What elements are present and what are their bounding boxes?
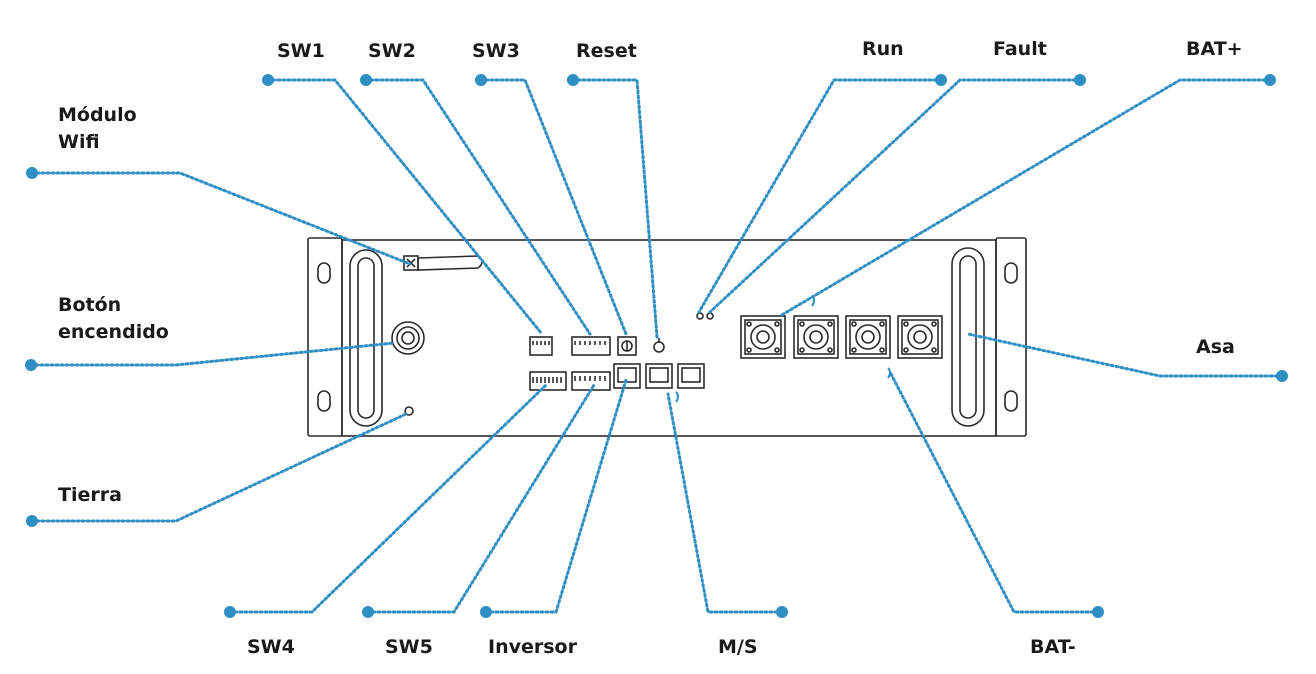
- leader-asa: [966, 332, 1284, 378]
- dot-fault: [1074, 74, 1086, 86]
- label-power-line2: encendido: [58, 321, 169, 343]
- ground-terminal: [404, 406, 414, 416]
- dot-wifi: [26, 167, 38, 179]
- leader-sw3: [479, 78, 628, 336]
- sw3-rotary-switch: [617, 336, 637, 356]
- sw4-dip-switch: [529, 371, 567, 391]
- label-tierra: Tierra: [58, 484, 122, 506]
- leader-lines: [29, 78, 1284, 614]
- dot-ms: [776, 606, 788, 618]
- dot-reset: [567, 74, 579, 86]
- leader-power: [29, 341, 396, 367]
- fault-led: [706, 312, 714, 320]
- right-mounting-ear: [995, 237, 1027, 437]
- label-bat-plus: BAT+: [1186, 38, 1243, 60]
- label-wifi-line1: Módulo: [58, 104, 137, 126]
- left-mounting-ear: [307, 237, 343, 437]
- dot-run: [935, 74, 947, 86]
- power-button: [391, 321, 425, 355]
- dot-sw4: [224, 606, 236, 618]
- label-power-line1: Botón: [58, 294, 122, 316]
- leader-sw5: [366, 383, 596, 614]
- label-power-button: Botón encendido: [58, 296, 169, 342]
- label-sw2: SW2: [368, 40, 416, 62]
- label-sw3: SW3: [472, 40, 520, 62]
- leader-wifi: [30, 171, 412, 266]
- label-sw1: SW1: [277, 40, 325, 62]
- dot-inversor: [480, 606, 492, 618]
- run-led: [696, 312, 704, 320]
- label-ms: M/S: [718, 636, 758, 658]
- dot-bat-plus: [1264, 74, 1276, 86]
- label-sw5: SW5: [385, 636, 433, 658]
- ear-slot: [1004, 390, 1018, 412]
- terminal-2: [793, 315, 839, 359]
- terminal-1: [740, 315, 786, 359]
- battery-unit: [307, 237, 1027, 437]
- dot-sw3: [475, 74, 487, 86]
- pointer-arrows: [675, 295, 891, 403]
- leader-inversor: [484, 378, 628, 614]
- label-bat-minus: BAT-: [1030, 636, 1076, 658]
- leader-tierra: [30, 412, 408, 523]
- leader-endpoints: [25, 74, 1288, 618]
- leader-reset: [571, 78, 659, 339]
- leader-sw2: [364, 78, 592, 336]
- ms-rj45-port-2: [677, 363, 705, 389]
- leader-sw1: [266, 78, 544, 336]
- leader-sw4: [228, 383, 548, 614]
- label-wifi-module: Módulo Wifi: [58, 106, 137, 152]
- dot-asa: [1276, 370, 1288, 382]
- label-asa: Asa: [1196, 336, 1235, 358]
- front-plate: [341, 239, 997, 437]
- wifi-antenna: [403, 255, 483, 271]
- reset-button: [653, 338, 665, 353]
- terminal-4: [897, 315, 943, 359]
- sw2-dip-switch: [571, 336, 611, 356]
- dot-sw2: [360, 74, 372, 86]
- terminal-3: [845, 315, 891, 359]
- label-fault: Fault: [993, 38, 1047, 60]
- label-run: Run: [862, 38, 904, 60]
- dot-bat-minus: [1092, 606, 1104, 618]
- label-wifi-line2: Wifi: [58, 131, 100, 153]
- label-inversor: Inversor: [488, 636, 577, 658]
- sw5-dip-switch: [571, 371, 611, 391]
- ms-rj45-port: [645, 363, 673, 389]
- leader-fault: [708, 78, 1082, 314]
- leader-run: [697, 78, 943, 314]
- dot-tierra: [26, 515, 38, 527]
- sw1-dip-switch: [529, 336, 553, 356]
- leader-ms: [666, 392, 784, 614]
- ear-slot: [317, 262, 331, 284]
- ear-slot: [317, 390, 331, 412]
- label-sw4: SW4: [247, 636, 295, 658]
- inverter-rj45-port: [613, 363, 641, 389]
- bat-minus-arrow: [887, 367, 891, 379]
- label-reset: Reset: [576, 40, 637, 62]
- leader-bat-minus: [888, 370, 1100, 614]
- ear-slot: [1004, 262, 1018, 284]
- dot-power: [25, 359, 37, 371]
- dot-sw1: [262, 74, 274, 86]
- leader-bat-plus: [778, 78, 1272, 318]
- left-handle: [349, 249, 383, 427]
- ms-arrow: [675, 391, 679, 403]
- dot-sw5: [362, 606, 374, 618]
